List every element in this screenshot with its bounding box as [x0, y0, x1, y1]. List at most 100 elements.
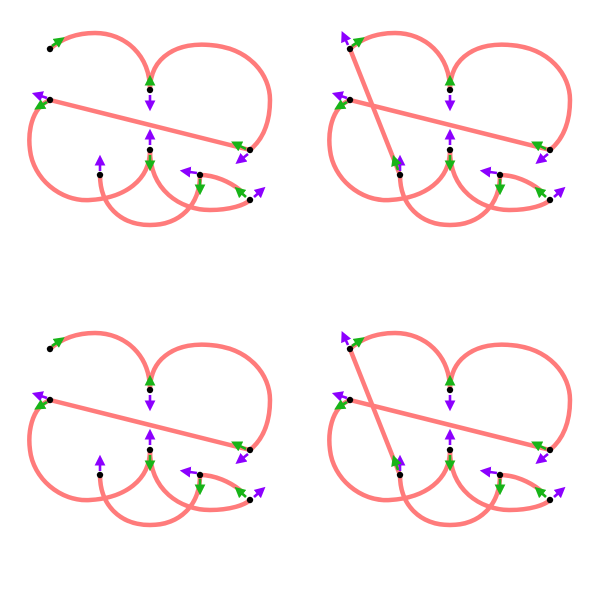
purple-arrow-icon: [341, 31, 352, 46]
purple-arrow-icon: [341, 331, 352, 346]
node-dot: [446, 386, 454, 394]
green-arrow-icon: [531, 141, 547, 152]
purple-arrow-icon: [253, 486, 266, 499]
green-arrow-icon: [391, 154, 402, 171]
node-dot: [246, 446, 254, 454]
node-dot: [46, 345, 54, 353]
node-dot: [146, 86, 154, 94]
bottom-right-loop: [447, 447, 553, 513]
node-dot: [446, 86, 454, 94]
node-dot: [246, 496, 254, 504]
horizontal-chord: [347, 97, 553, 153]
node-dot: [496, 471, 504, 479]
upper-right-loop: [447, 342, 573, 453]
node-dot: [396, 471, 404, 479]
node-dot: [46, 45, 54, 53]
node-dot: [546, 146, 554, 154]
green-arrow-icon: [531, 441, 547, 452]
node-dot: [96, 171, 104, 179]
diagonal-chord: [347, 346, 403, 478]
purple-arrow-icon: [553, 486, 566, 499]
green-arrow-icon: [231, 141, 247, 152]
node-dot: [46, 96, 54, 104]
node-dot: [46, 396, 54, 404]
horizontal-chord: [347, 397, 553, 453]
purple-arrow-icon: [179, 466, 198, 478]
panel-bottom-right: [327, 330, 573, 528]
purple-arrow-icon: [553, 186, 566, 199]
bottom-middle-loop: [97, 472, 203, 528]
green-arrow-icon: [534, 186, 547, 199]
green-arrow-icon: [34, 99, 48, 110]
node-dot: [196, 171, 204, 179]
node-dot: [396, 171, 404, 179]
node-dot: [446, 146, 454, 154]
node-dot: [146, 446, 154, 454]
bottom-middle-loop: [397, 472, 503, 528]
node-dot: [196, 471, 204, 479]
green-arrow-icon: [334, 399, 348, 410]
node-dot: [546, 446, 554, 454]
purple-arrow-icon: [479, 166, 498, 178]
node-dot: [546, 496, 554, 504]
upper-right-loop: [147, 342, 273, 453]
node-dot: [346, 345, 354, 353]
left-big-loop: [327, 397, 453, 503]
bottom-middle-loop: [397, 172, 503, 228]
node-dot: [346, 96, 354, 104]
node-dot: [146, 146, 154, 154]
horizontal-chord: [47, 397, 253, 453]
green-arrow-icon: [234, 186, 247, 199]
purple-arrow-icon: [331, 391, 348, 402]
node-dot: [96, 471, 104, 479]
node-dot: [446, 446, 454, 454]
left-big-loop: [27, 97, 153, 203]
purple-arrow-icon: [235, 152, 249, 165]
green-arrow-icon: [334, 99, 348, 110]
purple-arrow-icon: [235, 452, 249, 465]
panel-top-left: [27, 30, 273, 228]
node-dot: [546, 196, 554, 204]
green-arrow-icon: [351, 337, 365, 348]
green-arrow-icon: [51, 37, 65, 48]
green-arrow-icon: [534, 486, 547, 499]
purple-arrow-icon: [253, 186, 266, 199]
bottom-right-loop: [447, 147, 553, 213]
purple-arrow-icon: [535, 452, 549, 465]
green-arrow-icon: [351, 37, 365, 48]
node-dot: [496, 171, 504, 179]
right-small-hook: [497, 472, 543, 493]
green-arrow-icon: [391, 454, 402, 471]
purple-arrow-icon: [331, 91, 348, 102]
green-arrow-icon: [51, 337, 65, 348]
right-small-hook: [197, 172, 243, 193]
right-small-hook: [197, 472, 243, 493]
upper-right-loop: [447, 42, 573, 153]
purple-arrow-icon: [479, 466, 498, 478]
bottom-right-loop: [147, 447, 253, 513]
green-arrow-icon: [34, 399, 48, 410]
node-dot: [346, 45, 354, 53]
bottom-middle-loop: [97, 172, 203, 228]
right-small-hook: [497, 172, 543, 193]
purple-arrow-icon: [179, 166, 198, 178]
purple-arrow-icon: [31, 391, 48, 402]
purple-arrow-icon: [535, 152, 549, 165]
upper-left-loop: [47, 30, 153, 93]
green-arrow-icon: [231, 441, 247, 452]
bottom-right-loop: [147, 147, 253, 213]
diagonal-chord: [347, 46, 403, 178]
left-big-loop: [327, 97, 453, 203]
upper-right-loop: [147, 42, 273, 153]
green-arrow-icon: [234, 486, 247, 499]
panel-top-right: [327, 30, 573, 228]
left-big-loop: [27, 397, 153, 503]
node-dot: [146, 386, 154, 394]
horizontal-chord: [47, 97, 253, 153]
purple-arrow-icon: [31, 91, 48, 102]
panel-bottom-left: [27, 330, 273, 528]
node-dot: [246, 146, 254, 154]
upper-left-loop: [47, 330, 153, 393]
node-dot: [246, 196, 254, 204]
